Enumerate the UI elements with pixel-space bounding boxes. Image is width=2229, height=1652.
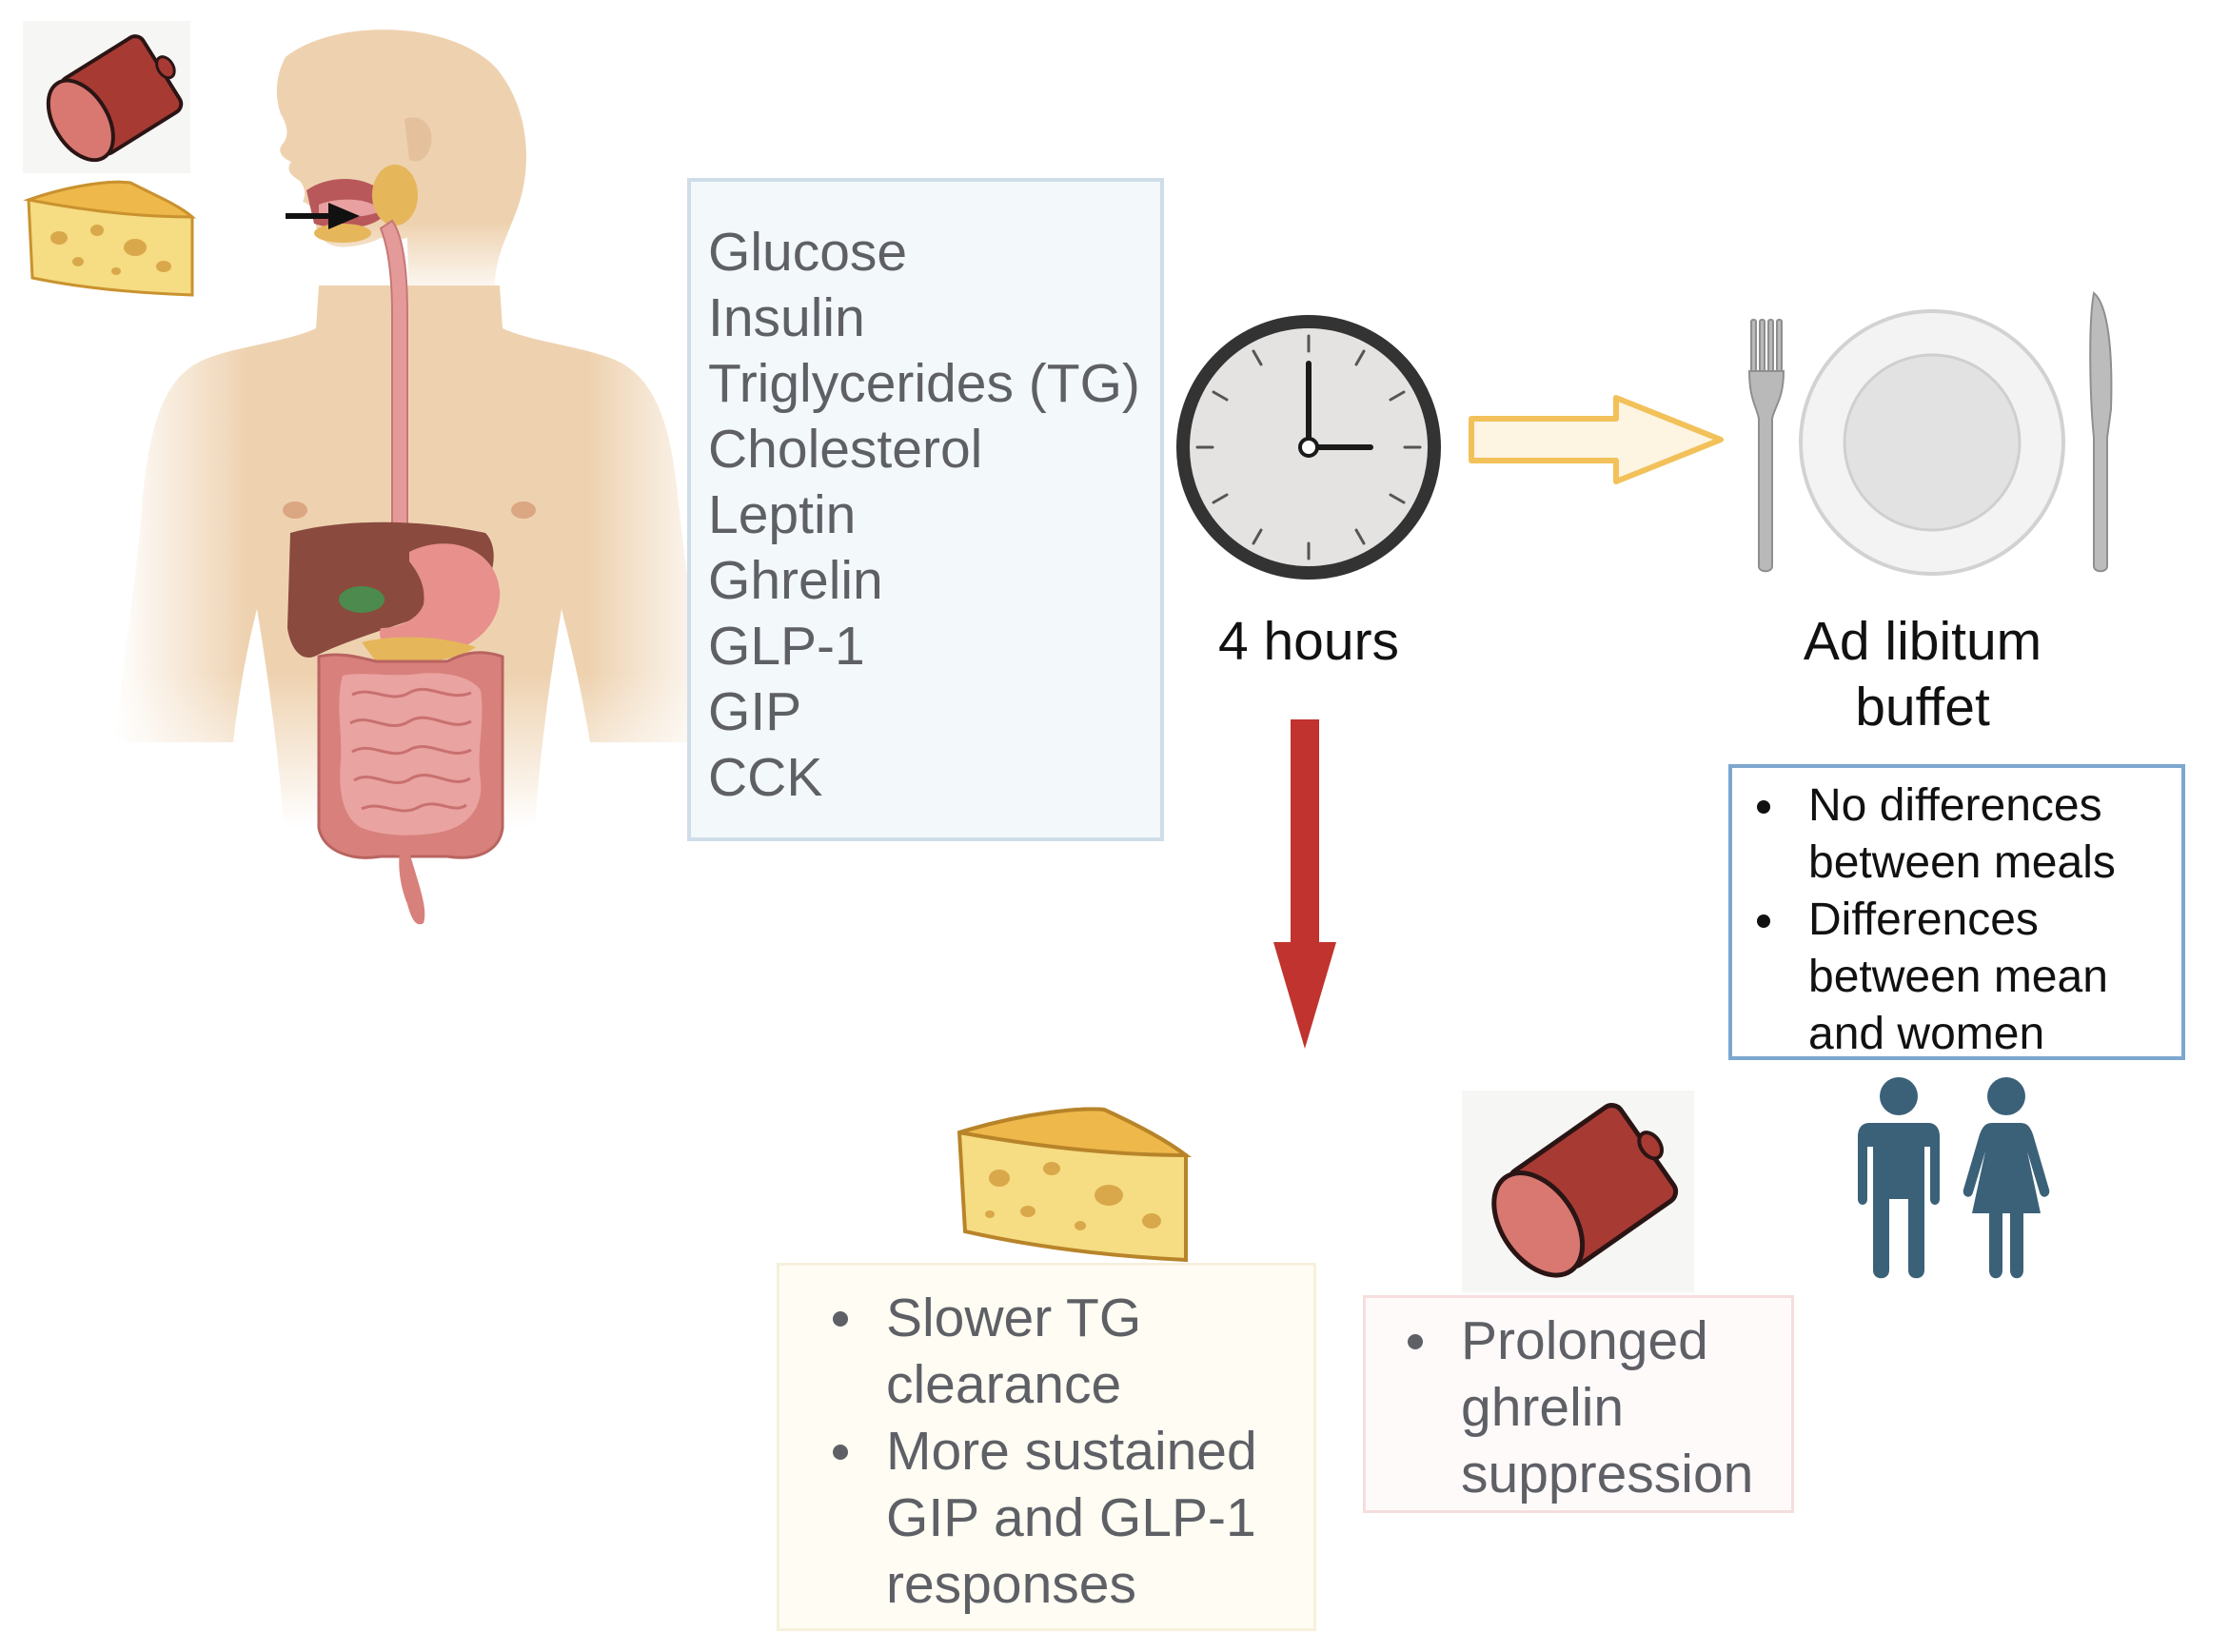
marker-item: Ghrelin: [708, 550, 883, 611]
time-label: 4 hours: [1217, 611, 1400, 672]
marker-item: Cholesterol: [708, 419, 983, 480]
plate-cutlery-icon: [1747, 291, 2113, 576]
buffet-label-line1: Ad libitum: [1803, 611, 2042, 672]
marker-item: GIP: [708, 681, 802, 742]
cheese-icon: [23, 180, 196, 297]
marker-item: Triglycerides (TG): [708, 353, 1140, 414]
marker-item: Leptin: [708, 484, 857, 545]
cheese-finding: More sustained GIP and GLP-1 responses: [833, 1418, 1313, 1618]
buffet-label: Ad libitum buffet: [1751, 609, 2094, 740]
buffet-finding: Differences between mean and women: [1757, 892, 2181, 1063]
markers-list: Glucose Insulin Triglycerides (TG) Chole…: [708, 220, 1160, 811]
buffet-findings-list: No differences between meals Differences…: [1757, 777, 2181, 1063]
cheese-icon-large: [957, 1107, 1192, 1263]
red-arrow-down: [1273, 719, 1336, 1049]
marker-item: GLP-1: [708, 616, 865, 677]
salami-findings-box: Prolonged ghrelin suppression: [1363, 1295, 1794, 1513]
cheese-finding: Slower TG clearance: [833, 1285, 1313, 1418]
marker-item: Insulin: [708, 287, 865, 348]
marker-item: CCK: [708, 747, 823, 808]
yellow-arrow: [1469, 395, 1724, 484]
human-digestive-figure: [114, 30, 723, 925]
cheese-findings-list: Slower TG clearance More sustained GIP a…: [833, 1285, 1313, 1618]
buffet-findings-box: No differences between meals Differences…: [1728, 764, 2185, 1060]
salami-finding: Prolonged ghrelin suppression: [1408, 1308, 1791, 1507]
buffet-label-line2: buffet: [1855, 677, 1990, 738]
salami-findings-list: Prolonged ghrelin suppression: [1408, 1308, 1791, 1507]
clock-icon: [1176, 315, 1441, 580]
cheese-findings-box: Slower TG clearance More sustained GIP a…: [777, 1263, 1316, 1631]
salami-icon-large: [1491, 1103, 1679, 1278]
man-icon: [1858, 1077, 1940, 1279]
woman-icon: [1963, 1077, 2050, 1279]
markers-box: Glucose Insulin Triglycerides (TG) Chole…: [687, 178, 1164, 841]
buffet-finding: No differences between meals: [1757, 777, 2181, 892]
marker-item: Glucose: [708, 222, 908, 283]
salami-icon: [46, 34, 184, 163]
